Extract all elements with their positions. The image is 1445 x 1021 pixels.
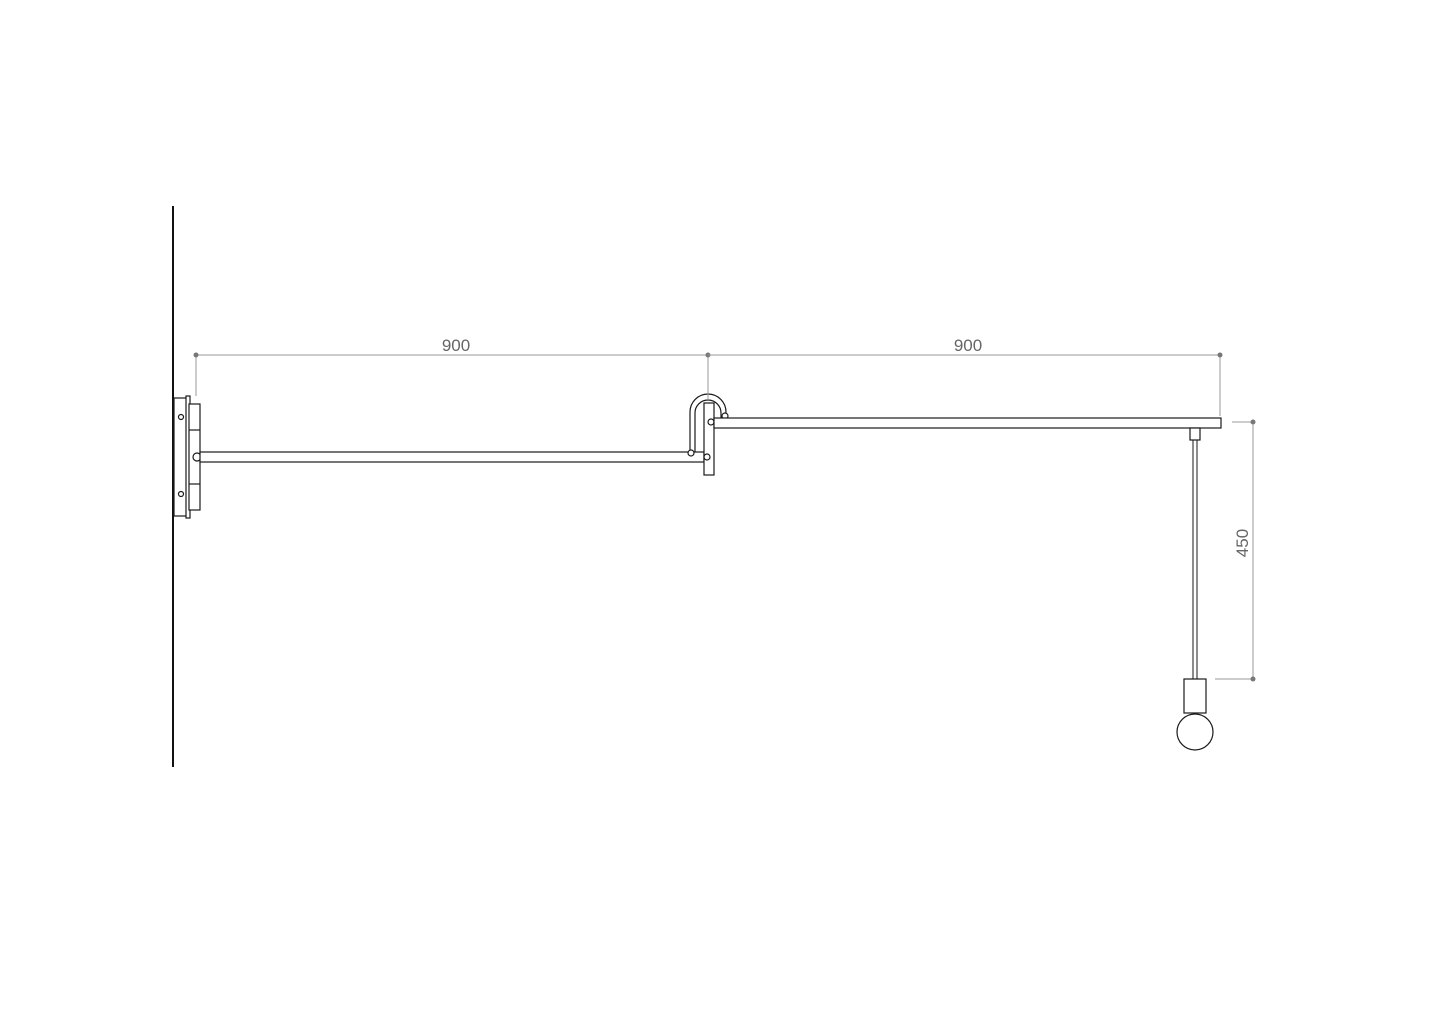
- mount-screw-bottom: [177, 490, 185, 498]
- dimension-label-drop-height: 450: [1233, 529, 1252, 557]
- dimension-label-second-arm: 900: [954, 336, 982, 355]
- lamp-socket: [1183, 678, 1207, 714]
- dimension-label-first-arm: 900: [442, 336, 470, 355]
- mount-screw-top: [177, 413, 185, 421]
- dimension-drop-height: 450: [1215, 419, 1256, 682]
- second-arm: [713, 417, 1222, 429]
- cord-holder: [1189, 427, 1201, 441]
- pendant-cord: [1192, 440, 1198, 679]
- first-arm: [199, 451, 705, 463]
- dimension-second-arm: 900: [708, 336, 1223, 416]
- wall-mount-bracket: [173, 395, 202, 519]
- dimension-first-arm: 900: [193, 336, 711, 400]
- light-bulb: [1176, 713, 1214, 751]
- middle-pivot-joint: [687, 393, 729, 476]
